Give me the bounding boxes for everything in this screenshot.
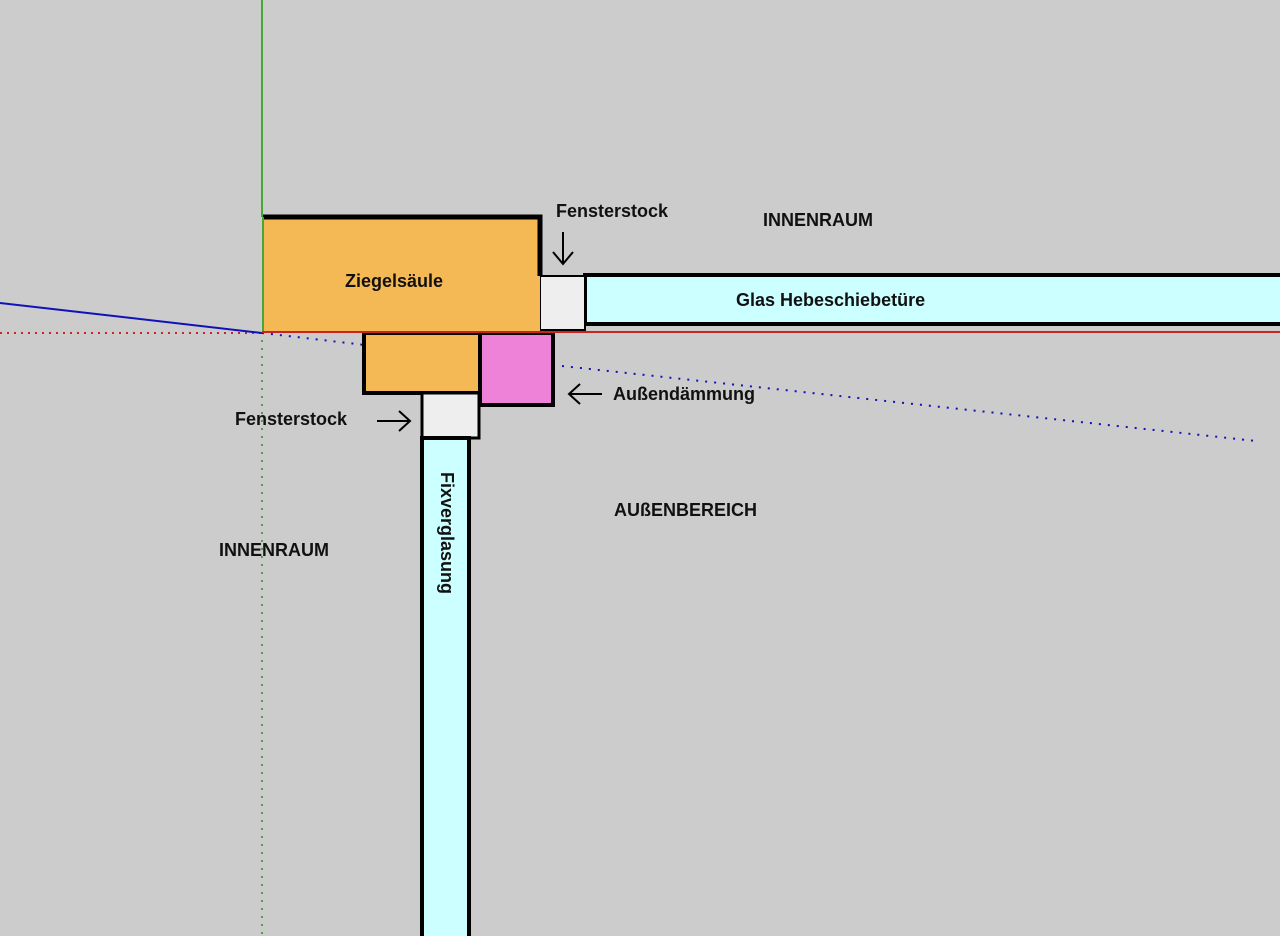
label-innenraum-top: INNENRAUM (763, 210, 873, 230)
arrow-down-icon (552, 232, 574, 266)
label-innenraum-left: INNENRAUM (219, 540, 329, 560)
label-fensterstock-left: Fensterstock (235, 409, 348, 429)
label-glas: Glas Hebeschiebetüre (736, 290, 926, 310)
arrow-left-icon (567, 383, 602, 405)
label-fixverglasung: Fixverglasung (437, 472, 457, 595)
window-frame-top (539, 275, 586, 331)
brick-column-lower (362, 331, 482, 395)
label-aussendaemmung: Außendämmung (613, 384, 755, 404)
brick-column (263, 217, 540, 333)
label-fensterstock-top: Fensterstock (556, 201, 669, 221)
label-aussenbereich: AUßENBEREICH (614, 500, 758, 520)
blue-axis (0, 302, 263, 334)
blue-axis-dotted (261, 332, 366, 346)
label-ziegelsaeule: Ziegelsäule (345, 271, 444, 291)
fixed-glazing (420, 436, 471, 936)
glass-sliding-door (583, 273, 1280, 326)
exterior-insulation (478, 331, 555, 407)
window-frame-left (420, 391, 481, 440)
arrow-right-icon (377, 410, 412, 432)
